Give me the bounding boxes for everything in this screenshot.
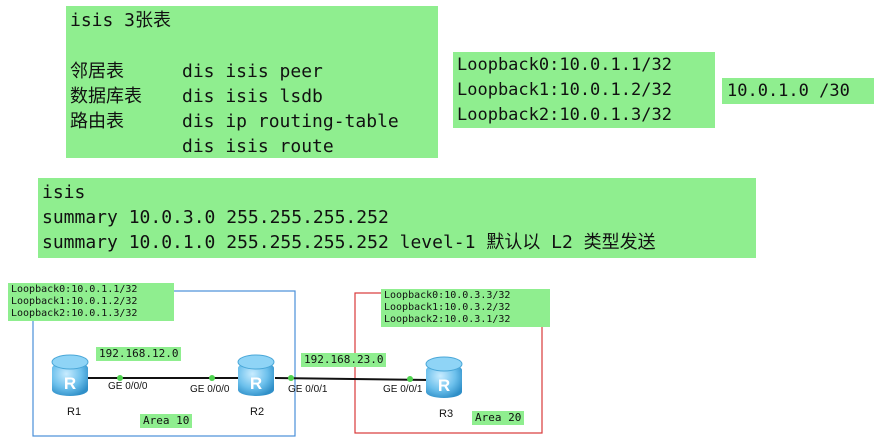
loopback-line: Loopback0:10.0.1.1/32 xyxy=(11,284,138,295)
note-cmd: dis isis peer xyxy=(182,61,323,82)
network-23-label: 192.168.23.0 xyxy=(301,353,387,367)
loopback-line: Loopback0:10.0.1.1/32 xyxy=(457,55,672,75)
config-line: summary 10.0.1.0 255.255.255.252 level-1… xyxy=(42,232,656,253)
loopback-line: Loopback0:10.0.3.3/32 xyxy=(384,290,511,301)
loopback-line: Loopback2:10.0.3.1/32 xyxy=(384,314,511,325)
loopback-line: Loopback1:10.0.1.2/32 xyxy=(457,80,672,100)
note-cmd: dis isis route xyxy=(182,136,334,157)
network-12-label: 192.168.12.0 xyxy=(96,347,182,361)
area-20-label: Area 20 xyxy=(472,411,525,425)
note-cmd: dis isis lsdb xyxy=(182,86,323,107)
router-r3-name: R3 xyxy=(439,408,454,420)
port-dot xyxy=(288,375,294,381)
r2-port-left-label: GE 0/0/0 xyxy=(190,384,230,395)
port-dot xyxy=(209,375,215,381)
loopback-line: Loopback2:10.0.1.3/32 xyxy=(11,308,138,319)
config-line: summary 10.0.3.0 255.255.255.252 xyxy=(42,207,389,228)
router-r3-icon: R xyxy=(425,356,463,398)
r1-loopbacks: Loopback0:10.0.1.1/32 Loopback1:10.0.1.2… xyxy=(8,283,174,321)
router-r1-icon: R xyxy=(51,354,89,396)
note-row-lsdb: 数据库表 dis isis lsdb xyxy=(70,84,438,109)
note-cmd: dis ip routing-table xyxy=(182,111,399,132)
port-dot xyxy=(407,376,413,382)
svg-text:R: R xyxy=(250,374,262,393)
note-label: 路由表 xyxy=(70,111,124,132)
isis-tables-note: isis 3张表 邻居表 dis isis peer 数据库表 dis isis l… xyxy=(66,6,438,158)
note-label: 数据库表 xyxy=(70,86,142,107)
loopback-list: Loopback0:10.0.1.1/32 Loopback1:10.0.1.2… xyxy=(453,52,715,128)
router-r1-name: R1 xyxy=(67,406,82,418)
summary-prefix: 10.0.1.0 /30 xyxy=(722,78,874,104)
note-label: 邻居表 xyxy=(70,61,124,82)
note-row-route: dis isis route xyxy=(70,134,438,159)
port-dot xyxy=(117,375,123,381)
config-line: isis xyxy=(42,182,86,203)
router-r2-name: R2 xyxy=(250,406,265,418)
r3-port-label: GE 0/0/1 xyxy=(383,384,423,395)
svg-text:R: R xyxy=(438,376,450,395)
loopback-line: Loopback2:10.0.1.3/32 xyxy=(457,105,672,125)
r3-loopbacks: Loopback0:10.0.3.3/32 Loopback1:10.0.3.2… xyxy=(381,289,550,327)
router-r2-icon: R xyxy=(237,354,275,396)
note-row-peer: 邻居表 dis isis peer xyxy=(70,59,438,84)
loopback-line: Loopback1:10.0.1.2/32 xyxy=(11,296,138,307)
isis-config: isis summary 10.0.3.0 255.255.255.252 su… xyxy=(38,178,756,258)
r1-port-label: GE 0/0/0 xyxy=(108,381,148,392)
loopback-line: Loopback1:10.0.3.2/32 xyxy=(384,302,511,313)
area-10-label: Area 10 xyxy=(140,414,193,428)
note-title: isis 3张表 xyxy=(70,10,172,31)
note-row-routing: 路由表 dis ip routing-table xyxy=(70,109,438,134)
svg-text:R: R xyxy=(64,374,76,393)
r2-port-right-label: GE 0/0/1 xyxy=(288,384,328,395)
link-r2-r3 xyxy=(274,377,431,381)
